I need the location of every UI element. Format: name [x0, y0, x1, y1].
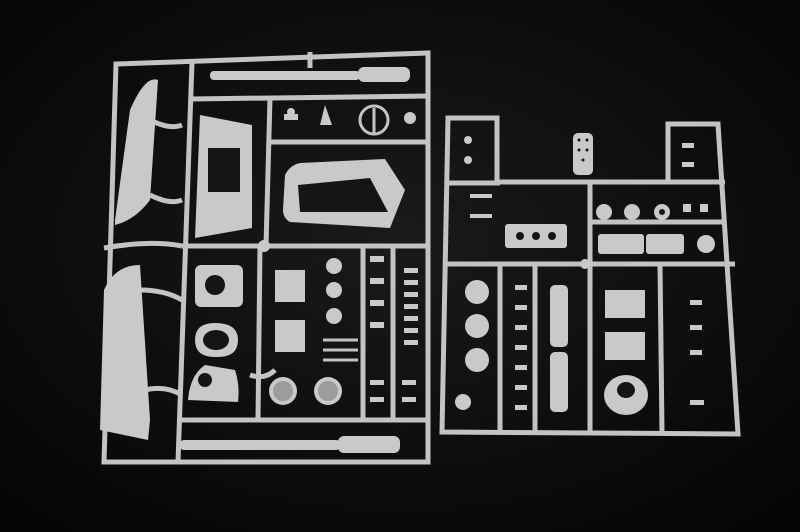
box-part-3	[605, 290, 645, 318]
fender-part-upper	[115, 79, 158, 225]
small-parts-top-row	[284, 104, 416, 136]
right-sprue	[439, 115, 741, 437]
cylinder-part-1	[598, 234, 644, 254]
sprue-gate-disc-right	[580, 259, 590, 269]
barrel-part-top	[210, 67, 410, 82]
small-parts-right-column	[370, 256, 418, 402]
round-parts-column	[455, 280, 489, 410]
disc-parts	[326, 258, 342, 324]
top-disc-parts	[596, 204, 715, 253]
hull-plate-opening	[208, 148, 240, 192]
box-part-1	[275, 270, 305, 302]
barrel-part-bottom	[180, 436, 400, 453]
cylinder-part-2	[646, 234, 684, 254]
exhaust-cylinder-part	[573, 133, 593, 175]
box-part-4	[605, 332, 645, 360]
small-parts-right-sprue	[464, 136, 708, 410]
fender-part-lower	[100, 265, 150, 440]
left-sprue-frame	[101, 50, 431, 465]
wheel-parts	[269, 377, 342, 405]
mantlet-part	[188, 365, 239, 402]
left-sprue	[100, 50, 431, 465]
sprue-gate-disc	[258, 240, 270, 252]
box-part-2	[275, 320, 305, 352]
hatch-frame-opening	[298, 178, 388, 212]
rod-parts	[323, 338, 358, 362]
tube-part-lower	[550, 352, 568, 412]
tube-part-upper	[550, 285, 568, 347]
